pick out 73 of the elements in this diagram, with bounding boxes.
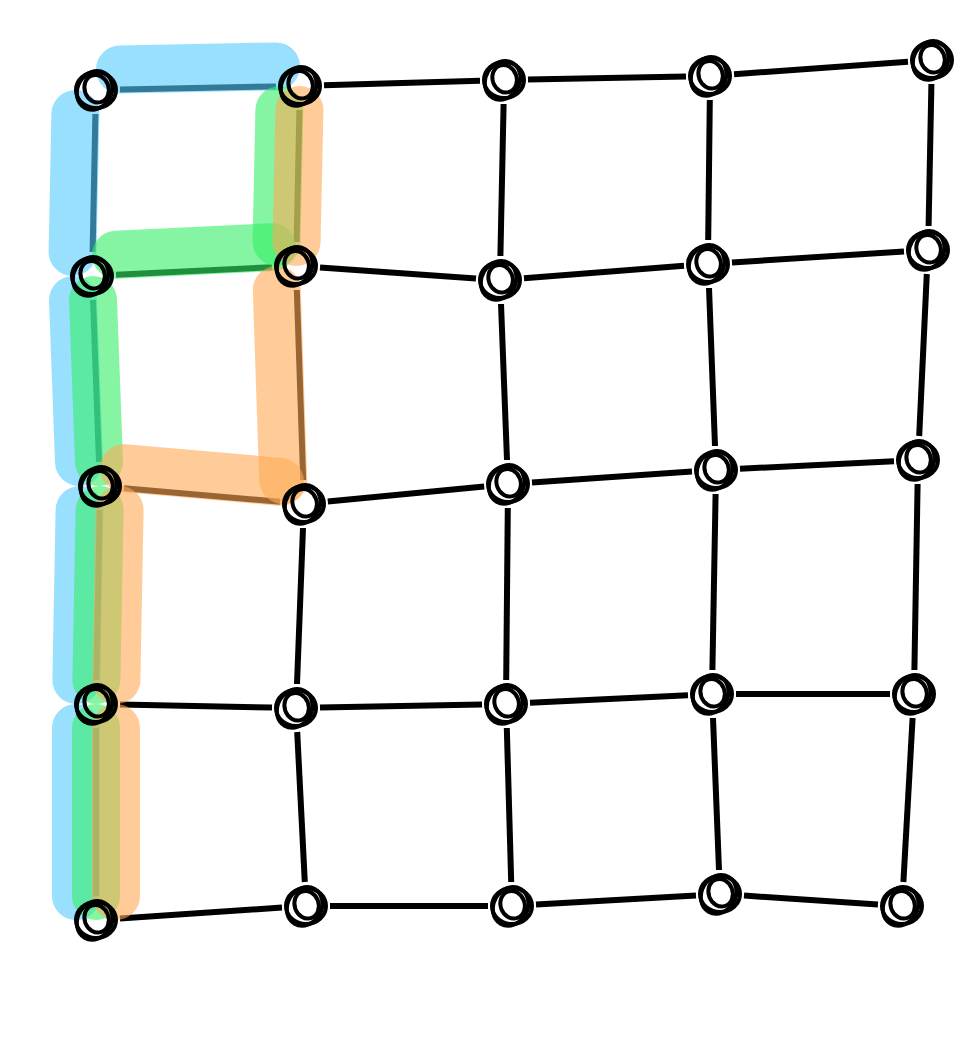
scribbled-circle — [70, 894, 122, 946]
scribbled-circle — [274, 60, 326, 112]
connector-line — [503, 727, 515, 883]
scribbled-circle — [876, 880, 928, 932]
connector-line — [710, 717, 722, 871]
highlight-stroke — [100, 444, 304, 506]
scribbled-circle — [74, 460, 126, 512]
highlight-stroke — [92, 486, 144, 704]
scribbled-circle — [684, 50, 736, 102]
highlight-stroke — [92, 704, 140, 920]
connector-line — [293, 109, 303, 243]
scribbled-circle — [690, 444, 742, 496]
connector-line — [319, 701, 483, 711]
scribbled-circle — [686, 668, 738, 720]
scribbled-circle — [478, 54, 530, 106]
highlight-stroke — [272, 86, 324, 266]
connector-line — [93, 728, 99, 896]
scribbled-circle — [694, 868, 746, 920]
scribbled-circle — [906, 34, 958, 86]
highlight-stroke — [48, 90, 100, 276]
connector-line — [911, 483, 921, 671]
scribbled-circle — [888, 668, 940, 720]
connector-line — [527, 73, 687, 83]
connector-line — [709, 493, 719, 671]
scribbled-circle — [278, 478, 330, 530]
connector-line — [93, 509, 103, 681]
connector-line — [498, 303, 510, 461]
connector-line — [119, 904, 283, 922]
connector-line — [736, 691, 890, 697]
connector-line — [294, 527, 306, 685]
connector-line — [706, 287, 718, 447]
highlight-stroke — [96, 42, 300, 94]
connector-line — [733, 58, 909, 78]
scribbled-circle — [70, 64, 122, 116]
connector-line — [497, 103, 507, 257]
connector-line — [523, 262, 685, 282]
connector-line — [900, 717, 916, 883]
scribbled-circle — [902, 224, 954, 276]
connector-line — [925, 83, 935, 227]
scribbled-circle — [270, 682, 322, 734]
connector-line — [330, 903, 488, 909]
connector-line — [119, 83, 277, 93]
highlight-stroke — [69, 276, 123, 486]
connector-line — [739, 458, 895, 472]
connector-line — [323, 77, 481, 89]
connector-line — [916, 273, 930, 437]
scribbled-circle — [280, 880, 332, 932]
connector-line — [294, 731, 308, 883]
connector-line — [529, 692, 689, 706]
connector-line — [119, 701, 273, 711]
scribbled-circle — [66, 250, 118, 302]
connector-line — [89, 113, 99, 253]
scribbled-circle — [682, 238, 734, 290]
connector-line — [503, 507, 511, 681]
scribbled-circle — [270, 240, 322, 292]
connector-line — [115, 264, 273, 278]
scribbled-circle — [70, 678, 122, 730]
connector-line — [531, 468, 693, 486]
connector-line — [90, 299, 102, 463]
connector-line — [293, 289, 307, 481]
connector-line — [535, 892, 697, 908]
highlight-stroke — [252, 266, 308, 504]
connector-line — [327, 483, 485, 505]
connector-line — [123, 485, 281, 505]
scribbled-circle — [482, 458, 534, 510]
connector-line — [705, 99, 713, 241]
connector-line — [731, 248, 905, 266]
scribbled-circle — [486, 880, 538, 932]
connector-line — [743, 892, 879, 908]
scribbled-circle — [892, 434, 944, 486]
scribbled-circle — [474, 254, 526, 306]
scribbled-circle — [480, 678, 532, 730]
connector-line — [319, 264, 477, 282]
